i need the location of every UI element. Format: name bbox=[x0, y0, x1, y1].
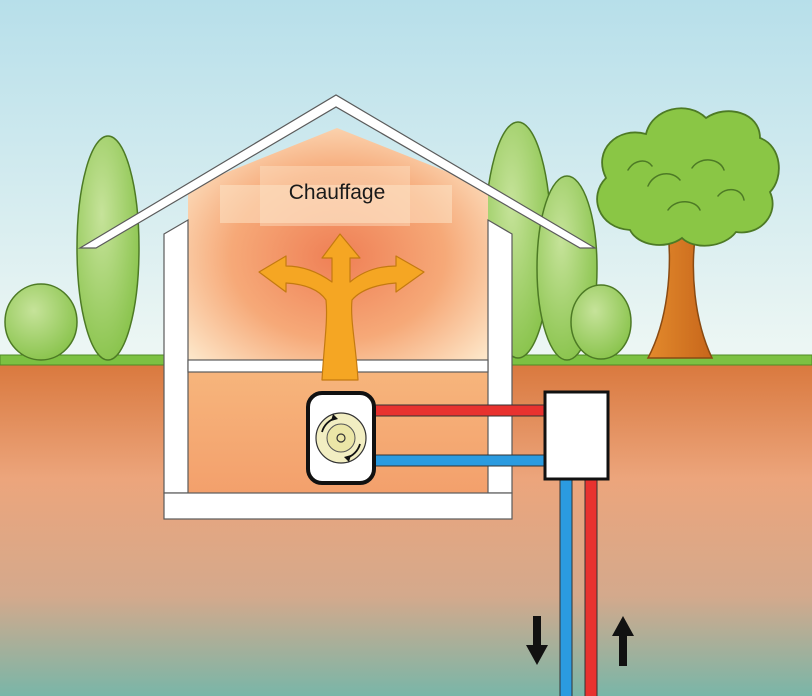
compressor-icon bbox=[315, 412, 367, 464]
pipe-cold-vertical bbox=[559, 477, 573, 696]
house-foundation bbox=[163, 492, 513, 520]
heat-pump-unit bbox=[306, 391, 376, 485]
left-vegetation bbox=[4, 135, 140, 361]
three-way-arrow-icon bbox=[258, 233, 425, 381]
heating-label: Chauffage bbox=[289, 181, 386, 204]
pipe-cold-horizontal bbox=[371, 454, 549, 467]
pipe-hot-vertical bbox=[584, 477, 598, 696]
pipes bbox=[371, 404, 598, 696]
arrow-down-icon bbox=[526, 616, 548, 665]
heat-exchanger-box bbox=[543, 390, 610, 481]
tree-crown bbox=[596, 107, 780, 247]
arrow-up-icon bbox=[612, 616, 634, 666]
round-bush-left bbox=[4, 283, 78, 361]
label-glow-1 bbox=[220, 185, 452, 223]
house-roof bbox=[77, 94, 598, 249]
tree-trunk bbox=[646, 229, 714, 359]
house-right-wall bbox=[487, 218, 513, 494]
house-left-wall bbox=[163, 218, 189, 494]
tree-crown-detail bbox=[627, 159, 745, 211]
round-bush-right bbox=[570, 284, 632, 360]
oak-tree bbox=[596, 107, 780, 359]
label-glow-2 bbox=[260, 166, 410, 226]
house bbox=[77, 94, 598, 520]
pipe-hot-horizontal bbox=[371, 404, 549, 417]
cypress-tree-left bbox=[76, 135, 140, 361]
